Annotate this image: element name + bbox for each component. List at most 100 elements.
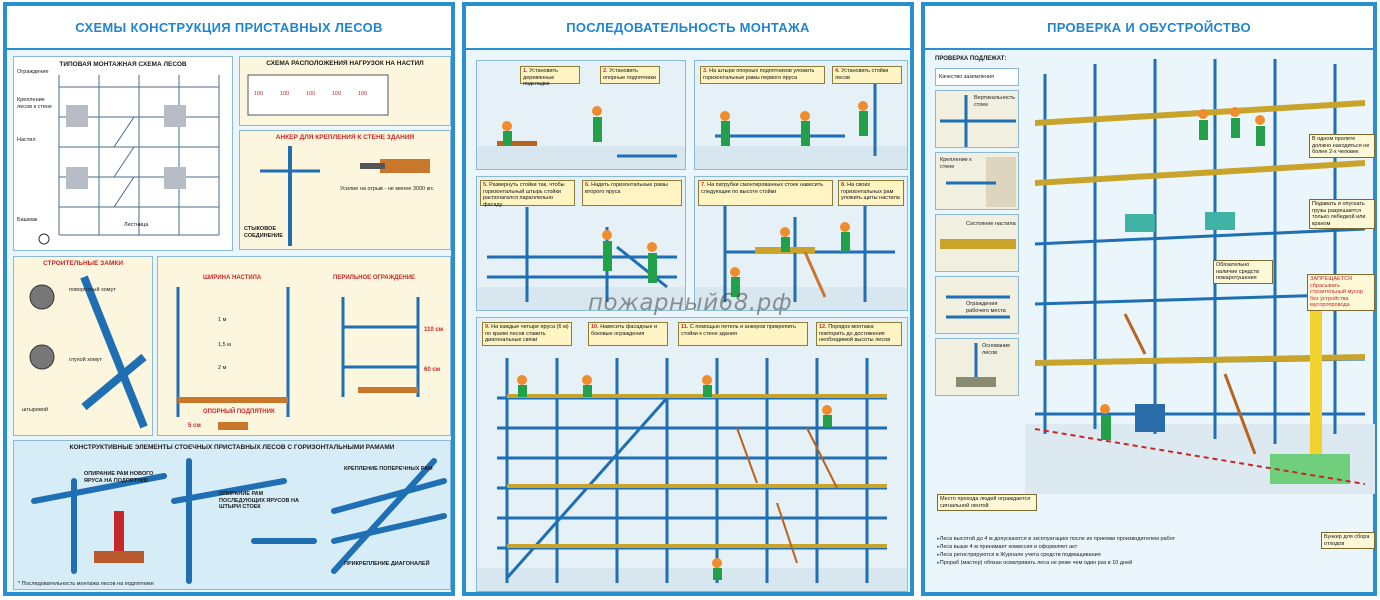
deck-panel: ШИРИНА НАСТИЛА ПЕРИЛЬНОЕ ОГРАЖДЕНИЕ 1 м … — [157, 256, 451, 436]
step-7-8-drawing — [695, 197, 907, 310]
check-item-6-label: Основание лесов — [982, 343, 1011, 356]
step-5: 5. Развернуть стойки так, чтобы горизонт… — [480, 180, 575, 208]
check-item-3-drawing — [946, 157, 1016, 207]
step-5-6-drawing — [477, 207, 685, 310]
joint-label: СТЫКОВОЕ СОЕДИНЕНИЕ — [244, 226, 283, 239]
rail-dim-1: 110 см — [424, 327, 444, 333]
deck-dim-2: 1,5 м — [218, 342, 231, 348]
check-title: ПРОВЕРКА ПОДЛЕЖАТ: — [935, 56, 1007, 62]
typical-scheme-drawing — [38, 75, 220, 245]
anchor-note: Усилие на отрыв - не менее 3000 кгс — [340, 186, 434, 192]
step-2-text: Установить опорные подпятники — [603, 68, 656, 81]
inspection-scene-drawing — [1025, 59, 1375, 494]
step-12-number: 12. — [819, 324, 827, 330]
scheme-label-5: Башмак — [17, 217, 38, 223]
step-4: 4. Установить стойки лесов — [832, 66, 902, 84]
bottom-label-2: ОПИРАНИЕ РАМ ПОСЛЕДУЮЩИХ ЯРУСОВ НА ШТЫРИ… — [219, 491, 299, 510]
poster-2-body: 1. Установить деревянные подкладки 2. Ус… — [470, 54, 908, 592]
step-6: 6. Надеть горизонтальные рамы второго яр… — [582, 180, 682, 206]
scheme-label-1: Ограждение — [17, 69, 49, 75]
bottom-elements-panel: КОНСТРУКТИВНЫЕ ЭЛЕМЕНТЫ СТОЕЧНЫХ ПРИСТАВ… — [13, 440, 451, 590]
bottom-label-1: ОПИРАНИЕ РАМ НОВОГО ЯРУСА НА ПОДПЯТНИК — [84, 471, 154, 484]
anchor-title: АНКЕР ДЛЯ КРЕПЛЕНИЯ К СТЕНЕ ЗДАНИЯ — [275, 134, 415, 141]
step-3: 3. На штыри опорных подпятников уложить … — [700, 66, 825, 84]
callout-people-limit: В одном пролете должно находиться не бол… — [1309, 134, 1375, 158]
step-6-number: 6. — [585, 182, 590, 188]
step-12-text: Порядок монтажа повторить до достижения … — [819, 324, 891, 343]
step-9-number: 9. — [485, 324, 490, 330]
note-3: Леса регистрируются в Журнале учета сред… — [937, 552, 1307, 559]
poster-2-title: ПОСЛЕДОВАТЕЛЬНОСТЬ МОНТАЖА — [466, 6, 910, 50]
step-2-number: 2. — [603, 68, 608, 74]
load-scheme-drawing — [247, 74, 389, 116]
step-10-text: Навесить фасадные и боковые ограждения — [591, 324, 658, 337]
rail-title: ПЕРИЛЬНОЕ ОГРАЖДЕНИЕ — [333, 275, 416, 281]
inspection-notes: Леса высотой до 4 м допускаются в эксплу… — [937, 536, 1307, 568]
check-item-5: Ограждения рабочего места — [935, 276, 1019, 334]
check-item-2-drawing — [940, 95, 1016, 147]
check-item-3-label: Крепление к стене — [940, 157, 972, 170]
check-item-6: Основание лесов — [935, 338, 1019, 396]
callout-passage: Место прохода людей ограждается сигнальн… — [937, 494, 1037, 511]
poster-3-body: ПРОВЕРКА ПОДЛЕЖАТ: Качество заземления В… — [929, 54, 1375, 588]
step-11: 11. С помощью петель и анкеров прикрепит… — [678, 322, 808, 346]
check-item-4: Состояние настила — [935, 214, 1019, 272]
step-6-text: Надеть горизонтальные рамы второго яруса — [585, 182, 668, 195]
poster-assembly-sequence: ПОСЛЕДОВАТЕЛЬНОСТЬ МОНТАЖА 1. Установить… — [462, 2, 914, 596]
locks-drawing — [29, 275, 148, 429]
typical-scheme-title: ТИПОВАЯ МОНТАЖНАЯ СХЕМА ЛЕСОВ — [59, 61, 187, 68]
step-3-4-drawing — [695, 81, 907, 169]
load-cell-5: 100 — [358, 91, 368, 97]
anchor-panel: АНКЕР ДЛЯ КРЕПЛЕНИЯ К СТЕНЕ ЗДАНИЯ Усили… — [239, 130, 451, 250]
load-cell-3: 100 — [306, 91, 316, 97]
step-11-text: С помощью петель и анкеров прикрепить ст… — [681, 324, 796, 337]
step-8-number: 8. — [841, 182, 846, 188]
check-item-4-label: Состояние настила — [966, 221, 1016, 227]
rail-dim-2: 60 см — [424, 367, 441, 373]
bottom-label-3: КРЕПЛЕНИЕ ПОПЕРЕЧНЫХ РАМ — [344, 466, 433, 472]
deck-dim-1: 1 м — [218, 317, 227, 323]
lock-label-3: штыревой — [22, 407, 48, 413]
locks-panel: СТРОИТЕЛЬНЫЕ ЗАМКИ поворотный хомут глух… — [13, 256, 153, 436]
poster-scaffold-schemes: СХЕМЫ КОНСТРУКЦИЯ ПРИСТАВНЫХ ЛЕСОВ ТИПОВ… — [3, 2, 455, 596]
step-panel-9-12 — [476, 317, 908, 592]
step-4-number: 4. — [835, 68, 840, 74]
check-item-2-label: Вертикальность стоек — [974, 95, 1016, 108]
callout-waste-bin: Бункер для сбора отходов — [1321, 532, 1375, 549]
step-1-text: Установить деревянные подкладки — [523, 68, 558, 87]
poster-1-body: ТИПОВАЯ МОНТАЖНАЯ СХЕМА ЛЕСОВ Ограждение — [11, 54, 451, 590]
callout-fire-extinguishing: Обязательно наличие средств пожаротушени… — [1213, 260, 1273, 284]
poster-1-title: СХЕМЫ КОНСТРУКЦИЯ ПРИСТАВНЫХ ЛЕСОВ — [7, 6, 451, 50]
scheme-label-4: Лестница — [124, 222, 149, 228]
step-8: 8. На своих горизонтальных рам уложить щ… — [838, 180, 904, 206]
bottom-title: КОНСТРУКТИВНЫЕ ЭЛЕМЕНТЫ СТОЕЧНЫХ ПРИСТАВ… — [69, 444, 395, 451]
callout-lifting: Подавать и опускать грузы разрешается то… — [1309, 199, 1375, 229]
callout-debris-warning: ЗАПРЕЩАЕТСЯ сбрасывать строительный мусо… — [1307, 274, 1375, 311]
step-5-number: 5. — [483, 182, 488, 188]
step-9: 9. На каждые четыре яруса (6 м) по краям… — [482, 322, 572, 346]
note-4: Прораб (мастер) обязан осматривать леса … — [937, 560, 1307, 567]
step-9-text: На каждые четыре яруса (6 м) по краям ле… — [485, 324, 569, 343]
poster-inspection-setup: ПРОВЕРКА И ОБУСТРОЙСТВО ПРОВЕРКА ПОДЛЕЖА… — [921, 2, 1377, 596]
note-2: Леса выше 4 м принимает комиссия и оформ… — [937, 544, 1307, 551]
step-7-text: На патрубки смонтированных стоек навесит… — [701, 182, 824, 195]
typical-scheme-panel: ТИПОВАЯ МОНТАЖНАЯ СХЕМА ЛЕСОВ Ограждение — [13, 56, 233, 251]
step-10-number: 10. — [591, 324, 599, 330]
step-3-text: На штыри опорных подпятников уложить гор… — [703, 68, 815, 81]
step-5-text: Развернуть стойки так, чтобы горизонталь… — [483, 182, 565, 208]
deck-dim-3: 2 м — [218, 365, 227, 371]
watermark: пожарный68.рф — [587, 290, 792, 316]
step-3-number: 3. — [703, 68, 708, 74]
bottom-elements-drawing — [31, 458, 447, 584]
support-dim: 5 см — [188, 423, 201, 429]
support-title: ОПОРНЫЙ ПОДПЯТНИК — [203, 409, 275, 415]
load-cell-4: 100 — [332, 91, 342, 97]
step-1-number: 1. — [523, 68, 528, 74]
check-item-5-label: Ограждения рабочего места — [966, 301, 1006, 314]
lock-label-1: поворотный хомут — [69, 287, 116, 293]
full-scaffold-drawing — [477, 358, 907, 591]
step-8-text: На своих горизонтальных рам уложить щиты… — [841, 182, 900, 201]
load-cell-1: 100 — [254, 91, 264, 97]
anchor-drawing — [260, 146, 430, 246]
step-7-number: 7. — [701, 182, 706, 188]
